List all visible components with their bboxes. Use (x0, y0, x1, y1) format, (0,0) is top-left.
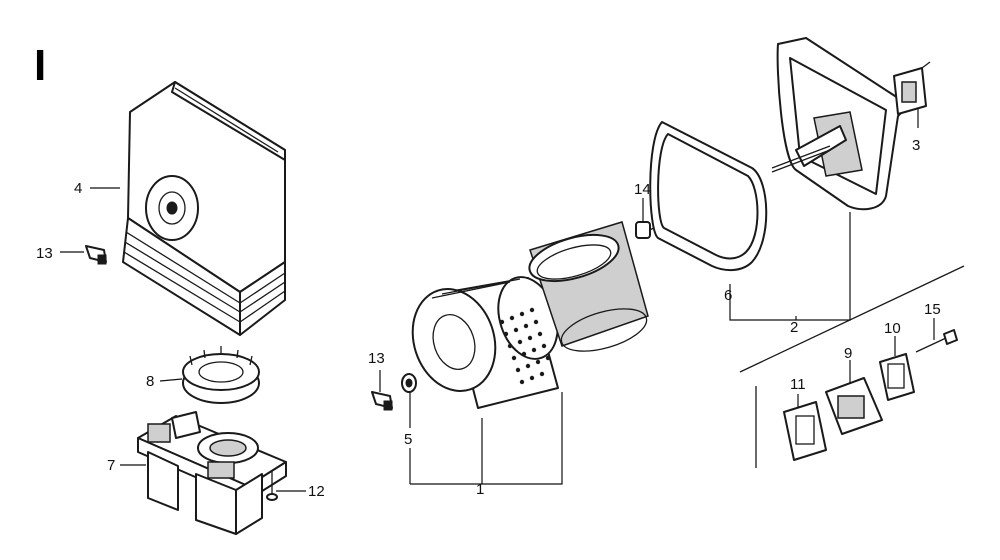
callout-5: 5 (404, 431, 412, 448)
callout-6: 6 (724, 287, 732, 304)
bolt-12 (266, 470, 278, 501)
callout-4: 4 (74, 180, 82, 197)
gasket-6 (649, 121, 768, 272)
callout-13-left: 13 (36, 245, 53, 262)
leader-lines (60, 108, 935, 492)
callout-labels: 4 13 8 7 12 13 5 1 14 6 2 3 11 9 10 15 (36, 137, 941, 500)
callout-8: 8 (146, 373, 154, 390)
clip-right (371, 391, 393, 411)
air-cleaner-cover (122, 81, 286, 336)
air-cleaner-base (771, 37, 905, 211)
callout-2: 2 (790, 319, 798, 336)
callout-14: 14 (634, 181, 651, 198)
callout-13-right: 13 (368, 350, 385, 367)
breather-gasket-11 (783, 401, 827, 461)
gasket-3 (893, 61, 931, 115)
callout-3: 3 (912, 137, 920, 154)
breather-gasket-10 (879, 353, 915, 401)
filter-perforations (499, 307, 551, 385)
air-cleaner-case (137, 411, 287, 535)
callout-15: 15 (924, 301, 941, 318)
callout-11: 11 (790, 376, 806, 393)
foam-filter-sleeve (528, 221, 649, 352)
section-mark: I (34, 41, 46, 90)
bolt-15 (915, 329, 958, 353)
breather-valve-9 (825, 377, 883, 435)
callout-1: 1 (476, 481, 484, 498)
seal-ring (182, 346, 260, 404)
callout-12: 12 (308, 483, 325, 500)
clip-left (85, 245, 107, 265)
washer (401, 373, 417, 393)
callout-9: 9 (844, 345, 852, 362)
callout-7: 7 (107, 457, 115, 474)
air-filter-element (411, 276, 559, 409)
callout-10: 10 (884, 320, 901, 337)
